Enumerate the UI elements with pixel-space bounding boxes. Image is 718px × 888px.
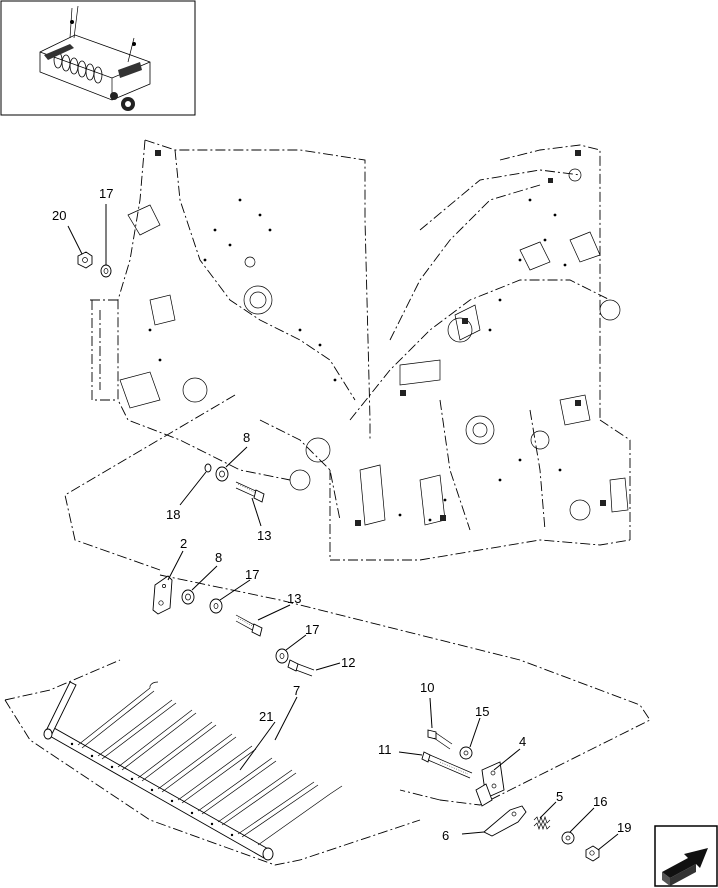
callout-4: 4 <box>519 734 526 749</box>
part-19-nut <box>585 845 600 862</box>
part-7-tine-bar-assembly <box>43 681 343 861</box>
callout-8-lower: 8 <box>215 550 222 565</box>
callout-20: 20 <box>52 208 66 223</box>
part-11-bolt <box>421 751 473 779</box>
callout-18: 18 <box>166 507 180 522</box>
callout-17-mid: 17 <box>245 567 259 582</box>
callout-2: 2 <box>180 536 187 551</box>
part-16-washer <box>561 831 575 845</box>
callout-labels: 20 17 8 18 13 2 8 17 13 17 12 7 21 10 15… <box>52 186 631 843</box>
assembly-phantom-outline <box>4 394 651 866</box>
baler-frame-phantom <box>90 139 631 561</box>
part-17-washer-top <box>100 264 112 278</box>
callout-13-top: 13 <box>257 528 271 543</box>
callout-7: 7 <box>293 683 300 698</box>
callout-19: 19 <box>617 820 631 835</box>
baler-overview-icon <box>39 5 151 111</box>
callout-16: 16 <box>593 794 607 809</box>
callout-11: 11 <box>378 742 392 757</box>
callout-8-top: 8 <box>243 430 250 445</box>
part-8-spacer-lower <box>181 589 195 605</box>
part-2-bracket <box>152 575 173 615</box>
callout-6: 6 <box>442 828 449 843</box>
overview-thumbnail <box>0 0 196 116</box>
part-18-washer <box>204 463 212 473</box>
part-20-nut <box>77 251 93 269</box>
callout-15: 15 <box>475 704 489 719</box>
part-10-bolt <box>427 729 453 750</box>
part-17-washer-mid <box>209 598 223 614</box>
part-13-bolt-top <box>235 481 265 503</box>
part-13-bolt-lower <box>235 614 263 637</box>
callout-12: 12 <box>341 655 355 670</box>
callout-13-lower: 13 <box>287 591 301 606</box>
part-5-spring <box>533 815 551 831</box>
callout-5: 5 <box>556 789 563 804</box>
callout-21: 21 <box>259 709 273 724</box>
part-12-bolt <box>287 659 315 677</box>
part-8-spacer-top <box>215 466 229 482</box>
callout-17-lower: 17 <box>305 622 319 637</box>
callout-10: 10 <box>420 680 434 695</box>
part-6-pawl <box>483 805 527 837</box>
part-17-washer-lower <box>275 648 289 664</box>
part-15-washer <box>459 746 473 760</box>
callout-17-top: 17 <box>99 186 113 201</box>
next-page-arrow-icon[interactable] <box>654 825 718 887</box>
leader-lines <box>67 204 619 851</box>
part-4-bracket <box>475 761 505 807</box>
